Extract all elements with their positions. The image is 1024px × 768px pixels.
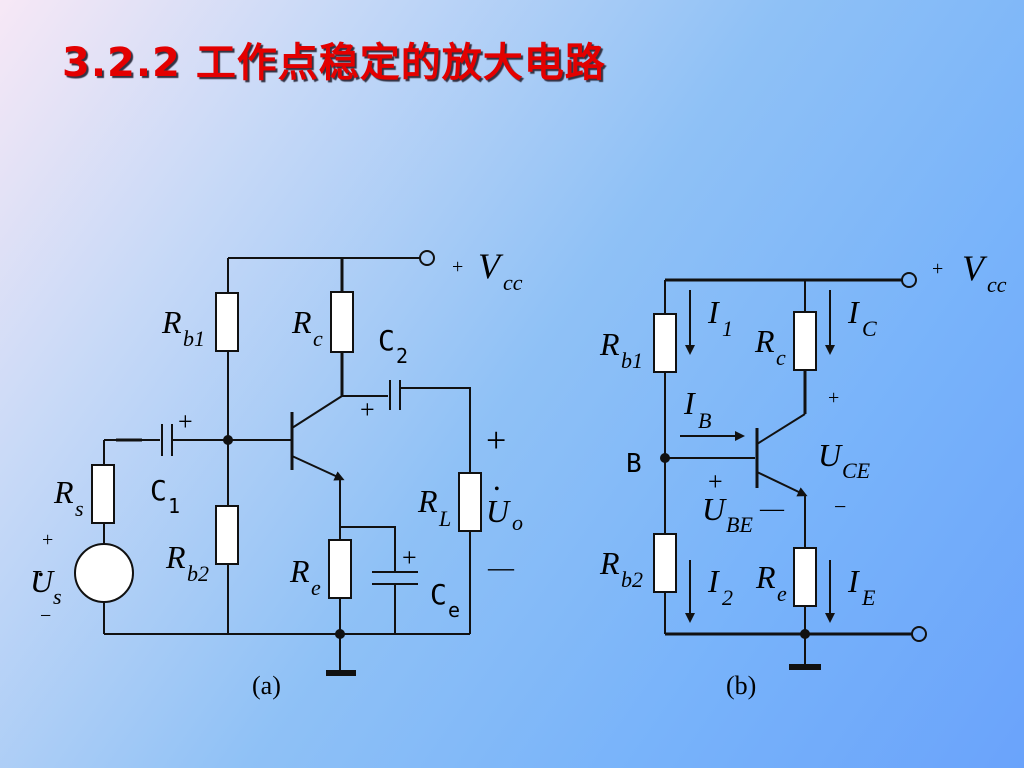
- resistor-rb1-b: [653, 313, 677, 373]
- svg-text:+: +: [708, 467, 723, 496]
- rc-label-a: R: [291, 304, 312, 340]
- node-b-label: B: [626, 449, 642, 479]
- signal-source-us: [74, 543, 134, 603]
- resistor-rb2-b: [653, 533, 677, 593]
- vcc-label-a: V: [478, 246, 504, 286]
- i1-label: I: [707, 294, 720, 330]
- rs-label-a: R: [53, 474, 74, 510]
- ic-label: I: [847, 294, 860, 330]
- rb1-label-a: R: [161, 304, 182, 340]
- svg-text:—: —: [759, 496, 785, 522]
- svg-text:CE: CE: [842, 458, 871, 483]
- re-label-a: R: [289, 553, 310, 589]
- uce-label: U: [818, 437, 843, 473]
- svg-text:+: +: [42, 529, 53, 551]
- vcc-terminal-b: [901, 272, 917, 288]
- transistor-a-emitter: [291, 455, 345, 481]
- vcc-plus-a: +: [452, 256, 463, 278]
- output-terminal-b: [911, 626, 927, 642]
- rc-label-b: R: [754, 323, 775, 359]
- svg-text:cc: cc: [987, 272, 1007, 297]
- circuit-b: + V cc I 1 I C R b1 R c + I B B U CE − +…: [599, 248, 1007, 700]
- svg-text:•: •: [494, 481, 500, 498]
- svg-text:+: +: [360, 395, 375, 424]
- vcc-plus-b: +: [932, 258, 943, 280]
- resistor-rc-a: [330, 291, 354, 353]
- svg-text:s: s: [75, 496, 84, 521]
- svg-text:cc: cc: [503, 270, 523, 295]
- svg-text:+: +: [402, 543, 417, 572]
- caption-b: (b): [726, 671, 756, 700]
- svg-text:—: —: [487, 553, 515, 582]
- svg-text:B: B: [698, 408, 711, 433]
- svg-text:1: 1: [722, 316, 733, 341]
- svg-text:2: 2: [396, 344, 408, 368]
- ie-label: I: [847, 563, 860, 599]
- svg-text:1: 1: [168, 494, 180, 518]
- ube-label: U: [702, 491, 727, 527]
- svg-text:−: −: [40, 605, 51, 627]
- svg-text:E: E: [861, 585, 876, 610]
- svg-text:o: o: [512, 510, 523, 535]
- resistor-re-b: [793, 547, 817, 607]
- ce-label: C: [430, 578, 447, 611]
- svg-text:L: L: [438, 506, 451, 531]
- svg-text:2: 2: [722, 585, 733, 610]
- svg-text:e: e: [777, 581, 787, 606]
- resistor-rs-a: [91, 464, 115, 524]
- svg-text:BE: BE: [726, 512, 753, 537]
- resistor-rl-a: [458, 472, 482, 532]
- c2-label: C: [378, 324, 395, 357]
- transistor-b-emitter: [756, 471, 808, 497]
- svg-text:b1: b1: [183, 326, 205, 351]
- resistor-rb1-a: [215, 292, 239, 352]
- svg-text:+: +: [486, 420, 506, 460]
- rb2-label-b: R: [599, 545, 620, 581]
- c1-label: C: [150, 474, 167, 507]
- resistor-re-a: [328, 539, 352, 599]
- svg-text:b1: b1: [621, 348, 643, 373]
- us-label: U: [30, 563, 55, 599]
- circuit-a: + V cc R b1 R c C 2 + + C 1 R s + • U s …: [30, 246, 523, 700]
- transistor-a-collector: [291, 395, 343, 429]
- svg-text:C: C: [862, 316, 877, 341]
- svg-text:e: e: [311, 575, 321, 600]
- svg-text:s: s: [53, 584, 62, 609]
- svg-text:e: e: [448, 598, 460, 622]
- svg-text:+: +: [828, 387, 839, 409]
- svg-text:−: −: [834, 494, 846, 519]
- vcc-label-b: V: [962, 248, 988, 288]
- caption-a: (a): [252, 671, 281, 700]
- svg-text:+: +: [178, 407, 193, 436]
- svg-text:b2: b2: [621, 567, 643, 592]
- transistor-b-collector: [756, 413, 806, 445]
- i2-label: I: [707, 563, 720, 599]
- ib-label: I: [683, 385, 696, 421]
- svg-text:c: c: [776, 345, 786, 370]
- vcc-terminal-a: [419, 250, 435, 266]
- svg-text:•: •: [38, 567, 44, 584]
- re-label-b: R: [755, 559, 776, 595]
- svg-text:b2: b2: [187, 561, 209, 586]
- slide-title: 3.2.2 工作点稳定的放大电路: [62, 40, 606, 86]
- rb2-label-a: R: [165, 539, 186, 575]
- svg-text:c: c: [313, 326, 323, 351]
- resistor-rb2-a: [215, 505, 239, 565]
- resistor-rc-b: [793, 311, 817, 371]
- uo-label: U: [486, 493, 511, 529]
- rb1-label-b: R: [599, 326, 620, 362]
- rl-label-a: R: [417, 483, 438, 519]
